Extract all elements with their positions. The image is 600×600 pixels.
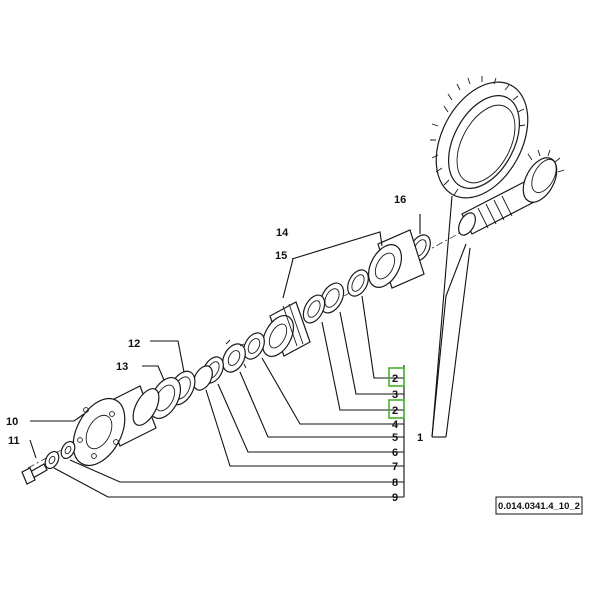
part-15-bearing bbox=[261, 301, 311, 357]
callout-3[interactable]: 3 bbox=[392, 389, 398, 401]
part-4-ring bbox=[243, 332, 265, 360]
part-7-ring bbox=[193, 365, 213, 391]
callout-8[interactable]: 8 bbox=[392, 477, 398, 489]
part-5-nut bbox=[222, 339, 247, 373]
part-14-bearing bbox=[367, 229, 425, 289]
leader-lines bbox=[29, 195, 471, 498]
callout-5[interactable]: 5 bbox=[392, 432, 398, 444]
callout-7[interactable]: 7 bbox=[392, 461, 398, 473]
crown-wheel bbox=[430, 76, 529, 199]
pinion-shaft bbox=[458, 149, 565, 236]
reference-code: 0.014.0341.4_10_2 bbox=[498, 501, 580, 512]
part-2-shim-lower bbox=[302, 294, 326, 324]
callout-4[interactable]: 4 bbox=[392, 419, 399, 431]
callout-15[interactable]: 15 bbox=[275, 250, 287, 262]
callout-2-highlight-upper bbox=[388, 367, 405, 387]
part-2-shim-upper bbox=[319, 282, 345, 314]
callout-2-lower[interactable]: 2 bbox=[392, 405, 398, 417]
callout-6[interactable]: 6 bbox=[392, 447, 398, 459]
callout-10[interactable]: 10 bbox=[6, 416, 18, 428]
callout-2-upper[interactable]: 2 bbox=[392, 373, 398, 385]
part-8-washer bbox=[44, 450, 60, 470]
callout-2-highlight-lower bbox=[388, 399, 405, 419]
callout-13[interactable]: 13 bbox=[116, 361, 128, 373]
part-10-flange bbox=[72, 385, 160, 467]
part-3-ring bbox=[347, 269, 369, 297]
callout-11[interactable]: 11 bbox=[8, 435, 20, 447]
callout-12[interactable]: 12 bbox=[128, 338, 140, 350]
reference-code-box bbox=[495, 496, 583, 515]
callout-1[interactable]: 1 bbox=[417, 432, 423, 444]
callout-14[interactable]: 14 bbox=[276, 227, 289, 239]
part-9-washer bbox=[60, 440, 76, 460]
callout-9[interactable]: 9 bbox=[392, 492, 398, 504]
callout-16[interactable]: 16 bbox=[394, 194, 406, 206]
part-11-bolt bbox=[21, 463, 48, 485]
